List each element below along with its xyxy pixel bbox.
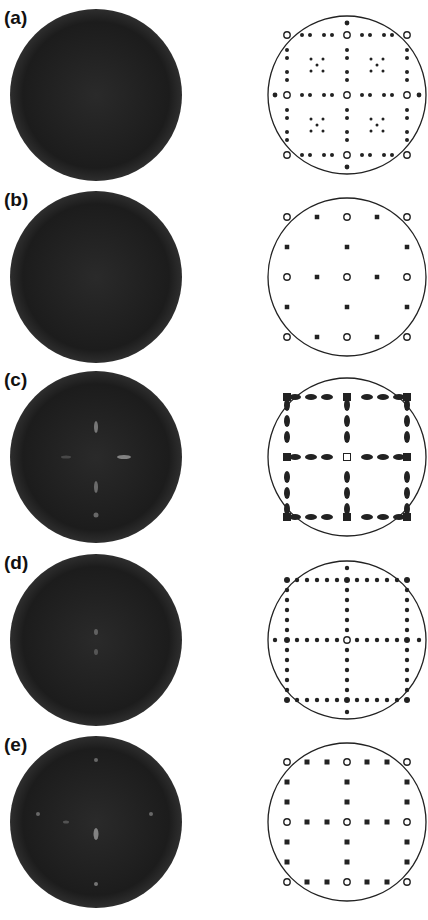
pattern-schematic (268, 198, 426, 356)
pattern-photo (10, 554, 182, 726)
pattern-photo (10, 191, 182, 363)
pattern-photo (10, 371, 182, 543)
panel-label: (c) (2, 369, 29, 390)
pattern-photo (10, 736, 182, 908)
pattern-photo (10, 9, 182, 181)
panel-label: (a) (2, 7, 29, 28)
pattern-schematic (268, 561, 426, 719)
pattern-schematic (268, 16, 426, 174)
pattern-schematic (268, 378, 426, 536)
panel-label: (d) (2, 552, 30, 573)
panel-label: (e) (2, 734, 29, 755)
pattern-schematic (268, 743, 426, 901)
panel-label: (b) (2, 189, 30, 210)
